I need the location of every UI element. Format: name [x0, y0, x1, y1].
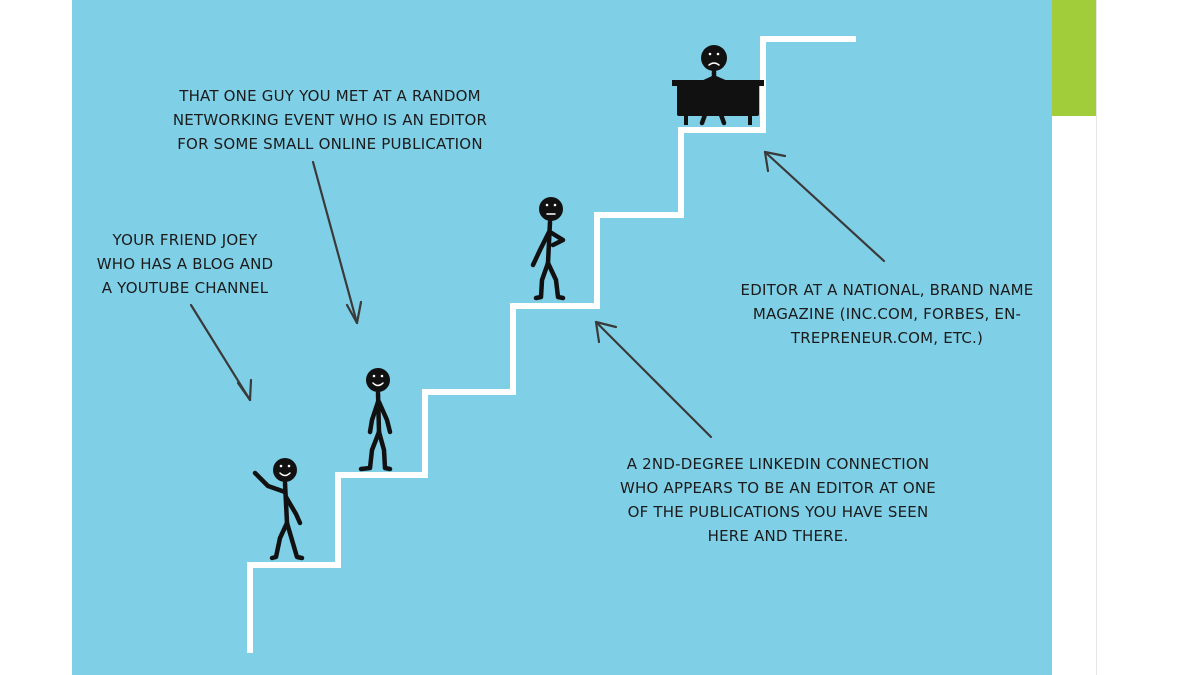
desk — [672, 80, 764, 125]
stick-figure-national-editor — [672, 45, 764, 126]
illustration-panel — [72, 0, 1052, 675]
staircase — [247, 36, 856, 653]
label-linkedin-connection: A 2ND-DEGREE LINKEDIN CONNECTION WHO APP… — [620, 455, 936, 545]
arrow-joey — [189, 303, 253, 402]
stick-figure-joey — [252, 458, 305, 561]
label-joey: YOUR FRIEND JOEY WHO HAS A BLOG AND A YO… — [96, 231, 274, 297]
stick-figure-linkedin-connection — [530, 197, 566, 301]
label-national-editor: EDITOR AT A NATIONAL, BRAND NAME MAGAZIN… — [740, 281, 1034, 347]
arrow-networking-guy — [311, 160, 363, 325]
stick-figure-networking-guy — [358, 368, 393, 472]
accent-bar — [1052, 0, 1096, 116]
arrow-linkedin — [594, 320, 713, 439]
label-networking-guy: THAT ONE GUY YOU MET AT A RANDOM NETWORK… — [172, 87, 488, 153]
slide-edge-line — [1096, 0, 1097, 675]
arrow-national-editor — [763, 150, 886, 263]
